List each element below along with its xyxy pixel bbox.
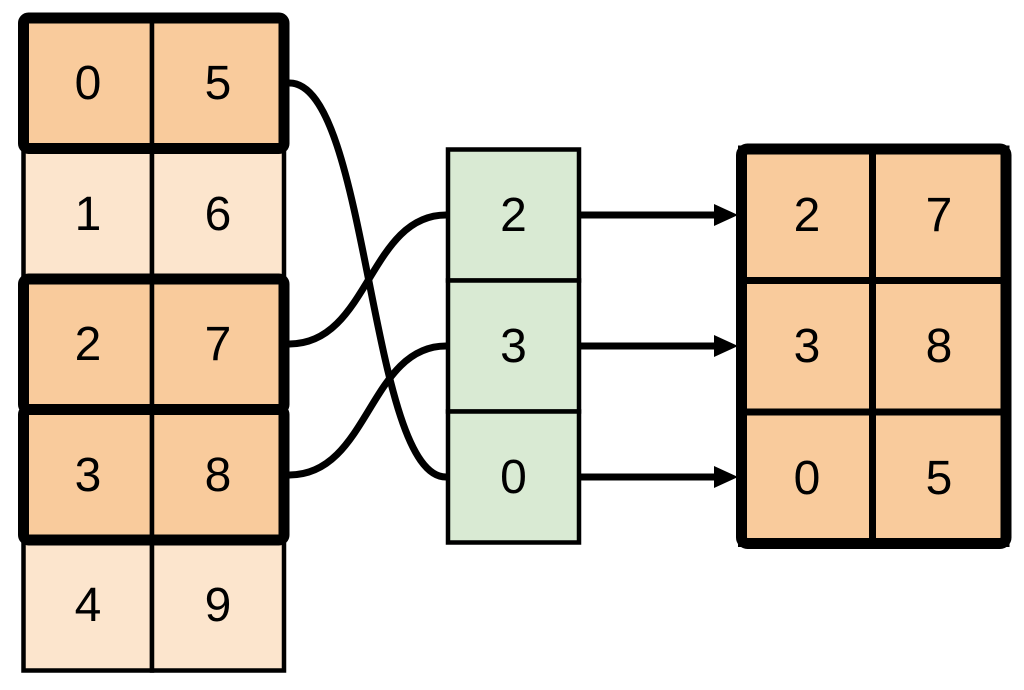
result-cell [869, 408, 1010, 547]
connector-curve [289, 342, 447, 479]
source-cell-value: 6 [205, 188, 232, 241]
arrowhead-icon [714, 466, 738, 488]
source-table: 0 5 1 6 2 7 3 8 4 9 [18, 12, 290, 673]
source-cell [21, 537, 155, 673]
index-to-result-arrow [581, 335, 738, 357]
index-cell-value: 2 [500, 189, 527, 242]
source-cell-value: 3 [75, 449, 102, 502]
source-cell-value: 2 [75, 318, 102, 371]
source-cell-value: 7 [205, 318, 232, 371]
result-table-outline [736, 143, 1012, 549]
source-cell-value: 5 [205, 57, 232, 110]
connector-curve [289, 211, 447, 348]
source-to-index-connectors [289, 79, 447, 481]
result-cell-value: 8 [926, 320, 953, 373]
index-to-result-arrows [581, 204, 738, 488]
source-cell-value: 4 [75, 579, 102, 632]
arrowhead-icon [714, 204, 738, 226]
result-cell-value: 5 [926, 452, 953, 505]
result-cell-value: 2 [794, 189, 821, 242]
source-row-highlight-outline [18, 404, 290, 546]
result-table: 2 7 3 8 0 5 [736, 143, 1012, 549]
source-row-highlight-outline [18, 12, 290, 154]
source-cell [149, 146, 287, 282]
source-cell-value: 8 [205, 449, 232, 502]
index-cell-value: 3 [500, 320, 527, 373]
index-cell [445, 278, 582, 414]
source-cell-value: 9 [205, 579, 232, 632]
index-to-result-arrow [581, 466, 738, 488]
source-cell-value: 0 [75, 57, 102, 110]
arrowhead-icon [714, 335, 738, 357]
result-cell [869, 277, 1010, 416]
source-cell [149, 276, 287, 412]
result-cell [738, 408, 876, 547]
index-cell [445, 409, 582, 545]
result-cell-value: 7 [926, 189, 953, 242]
source-cell [149, 537, 287, 673]
source-cell [149, 407, 287, 543]
source-cell-value: 1 [75, 188, 102, 241]
index-cell [445, 147, 582, 283]
index-column: 2 3 0 [445, 147, 582, 545]
result-cell-value: 3 [794, 320, 821, 373]
index-to-result-arrow [581, 204, 738, 226]
index-cell-value: 0 [500, 451, 527, 504]
result-cell-value: 0 [794, 452, 821, 505]
